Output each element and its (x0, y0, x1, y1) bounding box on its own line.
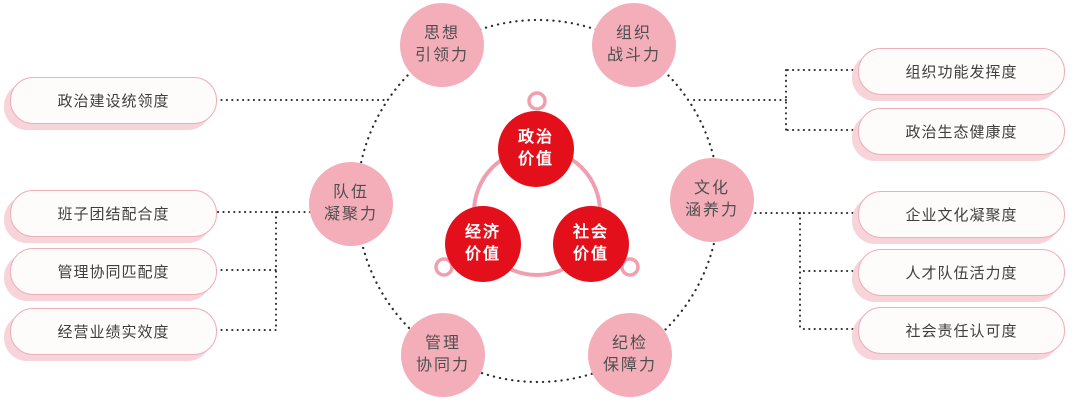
metric-pill-business-performance: 经营业绩实效度 (10, 308, 217, 355)
metric-pill-political-ecology: 政治生态健康度 (858, 108, 1065, 155)
capability-circle-organization-combat: 组织 战斗力 (592, 3, 676, 87)
capability-label-line: 凝聚力 (323, 206, 378, 223)
capability-label-line: 组织 (615, 24, 652, 42)
value-circle-social: 社会 价值 (553, 206, 629, 282)
capability-label-line: 引领力 (414, 47, 469, 64)
pin-dot-bottom-right (620, 257, 640, 277)
value-label-line: 价值 (572, 246, 609, 263)
capability-label-line: 保障力 (602, 357, 657, 374)
value-label-line: 价值 (464, 246, 501, 263)
value-label-line: 政治 (517, 129, 554, 147)
value-circle-political: 政治 价值 (498, 111, 574, 187)
capability-label-line: 涵养力 (684, 202, 739, 219)
metric-pill-management-coordination: 管理协同匹配度 (10, 248, 217, 295)
metric-pill-organization-function: 组织功能发挥度 (858, 48, 1065, 95)
pin-dot-top (527, 91, 547, 111)
capability-label-line: 思想 (423, 24, 460, 42)
capability-circle-culture-cultivation: 文化 涵养力 (670, 158, 754, 242)
value-label-line: 社会 (572, 224, 609, 242)
capability-label-line: 纪检 (611, 334, 648, 352)
capability-circle-discipline-guarantee: 纪检 保障力 (588, 313, 672, 397)
capability-label-line: 文化 (693, 179, 730, 197)
value-label-line: 价值 (517, 151, 554, 168)
capability-label-line: 管理 (424, 334, 461, 352)
capability-circle-management-synergy: 管理 协同力 (401, 313, 485, 397)
metric-pill-social-responsibility: 社会责任认可度 (858, 307, 1065, 354)
capability-circle-thought-leadership: 思想 引领力 (400, 3, 484, 87)
capability-label-line: 队伍 (332, 183, 369, 201)
metric-pill-corporate-culture: 企业文化凝聚度 (858, 191, 1065, 238)
metric-pill-team-unity: 班子团结配合度 (10, 190, 217, 237)
metric-pill-talent-vitality: 人才队伍活力度 (858, 249, 1065, 296)
value-label-line: 经济 (464, 224, 501, 242)
value-circle-economic: 经济 价值 (445, 206, 521, 282)
metric-pill-political-construction: 政治建设统领度 (10, 77, 217, 124)
capability-circle-team-cohesion: 队伍 凝聚力 (309, 162, 393, 246)
capability-label-line: 协同力 (415, 357, 470, 374)
capability-label-line: 战斗力 (606, 47, 661, 64)
